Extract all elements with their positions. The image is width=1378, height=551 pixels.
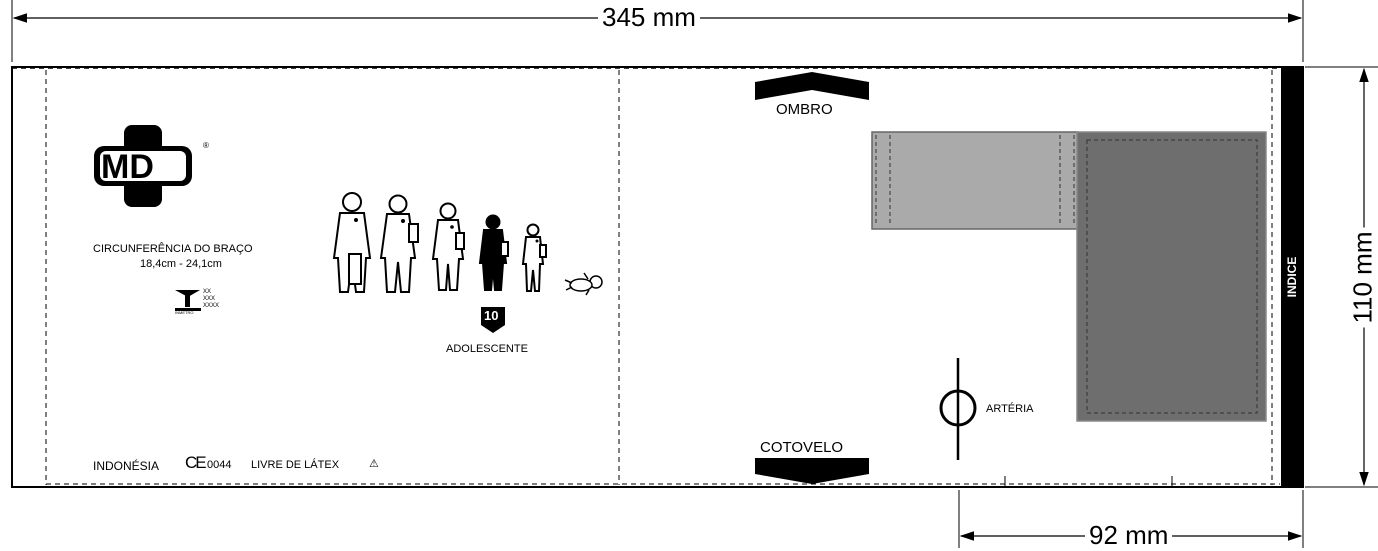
bladder-tube (872, 132, 1078, 229)
warning-icon: ⚠ (369, 457, 379, 470)
arm-circumference-title: CIRCUNFERÊNCIA DO BRAÇO (93, 243, 253, 255)
shoulder-label: OMBRO (776, 101, 833, 118)
inmetro-line: XXX (203, 296, 215, 302)
latex-free-label: LIVRE DE LÁTEX (251, 459, 339, 471)
inmetro-mark: INMETRO (175, 311, 193, 315)
ce-number: 0044 (207, 459, 231, 471)
svg-text:MD: MD (101, 148, 154, 186)
ce-mark-icon: CE (185, 453, 205, 473)
artery-label: ARTÉRIA (986, 403, 1033, 415)
arm-circumference-range: 18,4cm - 24,1cm (140, 258, 222, 270)
inmetro-line: XXXX (203, 303, 219, 309)
registered-mark: ® (203, 141, 209, 150)
height-label: 110 mm (1348, 228, 1378, 328)
index-label: INDICE (1285, 255, 1299, 299)
bladder (1077, 132, 1266, 421)
inmetro-line: XX (203, 289, 211, 295)
elbow-label: COTOVELO (760, 439, 843, 456)
size-category: ADOLESCENTE (446, 343, 528, 355)
index-width-label: 92 mm (1085, 520, 1172, 551)
footer-origin: INDONÉSIA (93, 459, 159, 473)
width-label: 345 mm (598, 2, 700, 33)
size-number: 10 (484, 308, 498, 323)
